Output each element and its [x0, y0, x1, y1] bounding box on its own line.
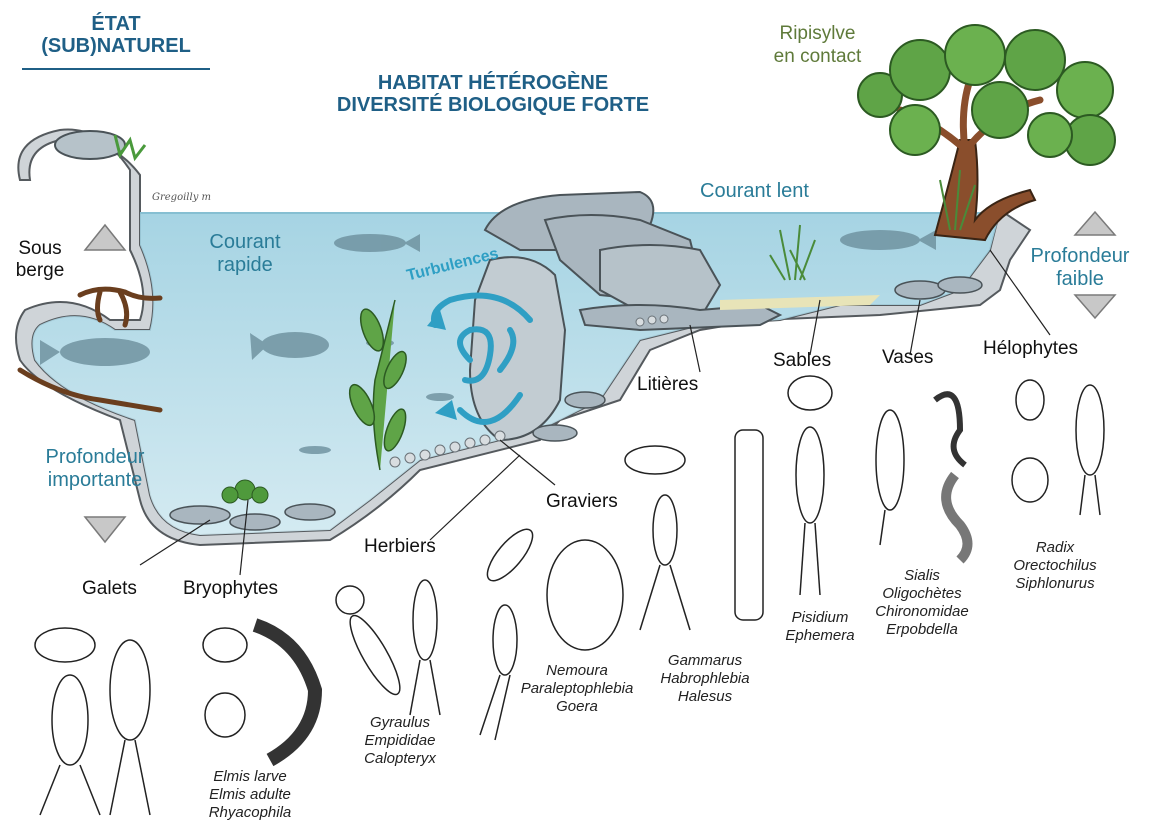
species-name: Sialis	[867, 567, 977, 585]
habitat-sables: Sables	[773, 350, 831, 372]
species-name: Paraleptophlebia	[517, 680, 637, 698]
species-name: Elmis adulte	[195, 786, 305, 804]
courant-lent-label: Courant lent	[700, 180, 809, 203]
ripisylve-line2: en contact	[755, 45, 880, 68]
species-name: Empididae	[345, 732, 455, 750]
profondeur-importante-line2: importante	[25, 469, 165, 492]
habitat-title-line1: HABITAT HÉTÉROGÈNE	[318, 72, 668, 94]
species-list-bryophytes: Elmis larve Elmis adulte Rhyacophila	[195, 768, 305, 822]
profondeur-faible-line2: faible	[1020, 268, 1140, 291]
species-list-graviers: Nemoura Paraleptophlebia Goera	[517, 662, 637, 716]
habitat-galets: Galets	[82, 578, 137, 600]
species-name: Habrophlebia	[645, 670, 765, 688]
sous-berge-label: Sous berge	[10, 238, 70, 282]
profondeur-faible-label: Profondeur faible	[1020, 245, 1140, 291]
species-name: Calopteryx	[345, 750, 455, 768]
habitat-litieres: Litières	[637, 374, 698, 396]
profondeur-importante-label: Profondeur importante	[25, 446, 165, 492]
sous-berge-line2: berge	[10, 260, 70, 282]
species-name: Siphlonurus	[1000, 575, 1110, 593]
habitat-graviers: Graviers	[546, 491, 618, 513]
species-name: Erpobdella	[867, 621, 977, 639]
species-name: Chironomidae	[867, 603, 977, 621]
species-name: Rhyacophila	[195, 804, 305, 822]
species-name: Orectochilus	[1000, 557, 1110, 575]
habitat-bryophytes: Bryophytes	[183, 578, 278, 600]
species-name: Oligochètes	[867, 585, 977, 603]
courant-rapide-line2: rapide	[195, 254, 295, 277]
artist-signature: Gregoilly m	[152, 192, 211, 203]
riparian-tree	[858, 25, 1115, 240]
state-title-line1: ÉTAT	[22, 13, 210, 35]
profondeur-faible-line1: Profondeur	[1020, 245, 1140, 268]
species-name: Ephemera	[770, 627, 870, 645]
species-name: Goera	[517, 698, 637, 716]
species-name: Halesus	[645, 688, 765, 706]
sous-berge-line1: Sous	[10, 238, 70, 260]
habitat-title: HABITAT HÉTÉROGÈNE DIVERSITÉ BIOLOGIQUE …	[318, 72, 668, 116]
habitat-helophytes: Hélophytes	[983, 338, 1078, 360]
state-title-line2: (SUB)NATUREL	[22, 35, 210, 57]
species-name: Pisidium	[770, 609, 870, 627]
species-list-vases: Sialis Oligochètes Chironomidae Erpobdel…	[867, 567, 977, 639]
state-title: ÉTAT (SUB)NATUREL	[22, 13, 210, 57]
habitat-vases: Vases	[882, 347, 933, 369]
species-name: Elmis larve	[195, 768, 305, 786]
bank-top-rock	[55, 131, 145, 159]
species-list-sables: Pisidium Ephemera	[770, 609, 870, 645]
profondeur-importante-line1: Profondeur	[25, 446, 165, 469]
habitat-herbiers: Herbiers	[364, 536, 436, 558]
ripisylve-label: Ripisylve en contact	[755, 22, 880, 68]
courant-rapide-label: Courant rapide	[195, 231, 295, 277]
ripisylve-line1: Ripisylve	[755, 22, 880, 45]
species-list-herbiers: Gyraulus Empididae Calopteryx	[345, 714, 455, 768]
species-list-helophytes: Radix Orectochilus Siphlonurus	[1000, 539, 1110, 593]
courant-rapide-line1: Courant	[195, 231, 295, 254]
state-title-underline	[22, 68, 210, 70]
species-name: Nemoura	[517, 662, 637, 680]
habitat-title-line2: DIVERSITÉ BIOLOGIQUE FORTE	[318, 94, 668, 116]
species-name: Radix	[1000, 539, 1110, 557]
species-name: Gammarus	[645, 652, 765, 670]
species-list-litieres: Gammarus Habrophlebia Halesus	[645, 652, 765, 706]
species-name: Gyraulus	[345, 714, 455, 732]
